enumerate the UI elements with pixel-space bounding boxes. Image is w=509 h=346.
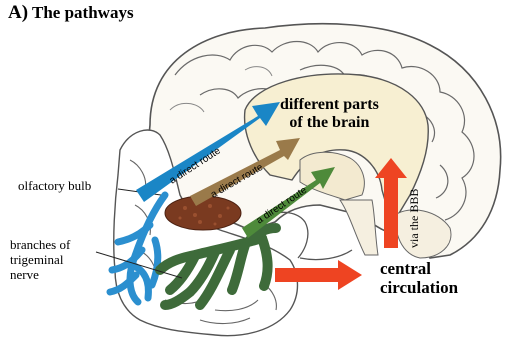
trigeminal-label-line3: nerve: [10, 267, 70, 282]
via-bbb-label: via the BBB: [407, 189, 421, 248]
brain-parts-line2: of the brain: [280, 114, 379, 132]
circulation-line2: circulation: [380, 278, 458, 297]
circulation-line1: central: [380, 259, 458, 278]
olfactory-bulb-label: olfactory bulb: [18, 178, 91, 193]
figure-title: A) The pathways: [8, 2, 134, 24]
brainstem: [340, 200, 378, 255]
central-circulation-label: central circulation: [380, 259, 458, 297]
brain-parts-label: different parts of the brain: [280, 96, 379, 132]
trigeminal-label-line2: trigeminal: [10, 252, 70, 267]
trigeminal-label: branches of trigeminal nerve: [10, 237, 70, 282]
skull-base: [270, 212, 352, 259]
figure-title-text: The pathways: [32, 3, 134, 22]
brain-parts-line1: different parts: [280, 96, 379, 114]
panel-letter: A): [8, 2, 28, 23]
trigeminal-label-line1: branches of: [10, 237, 70, 252]
